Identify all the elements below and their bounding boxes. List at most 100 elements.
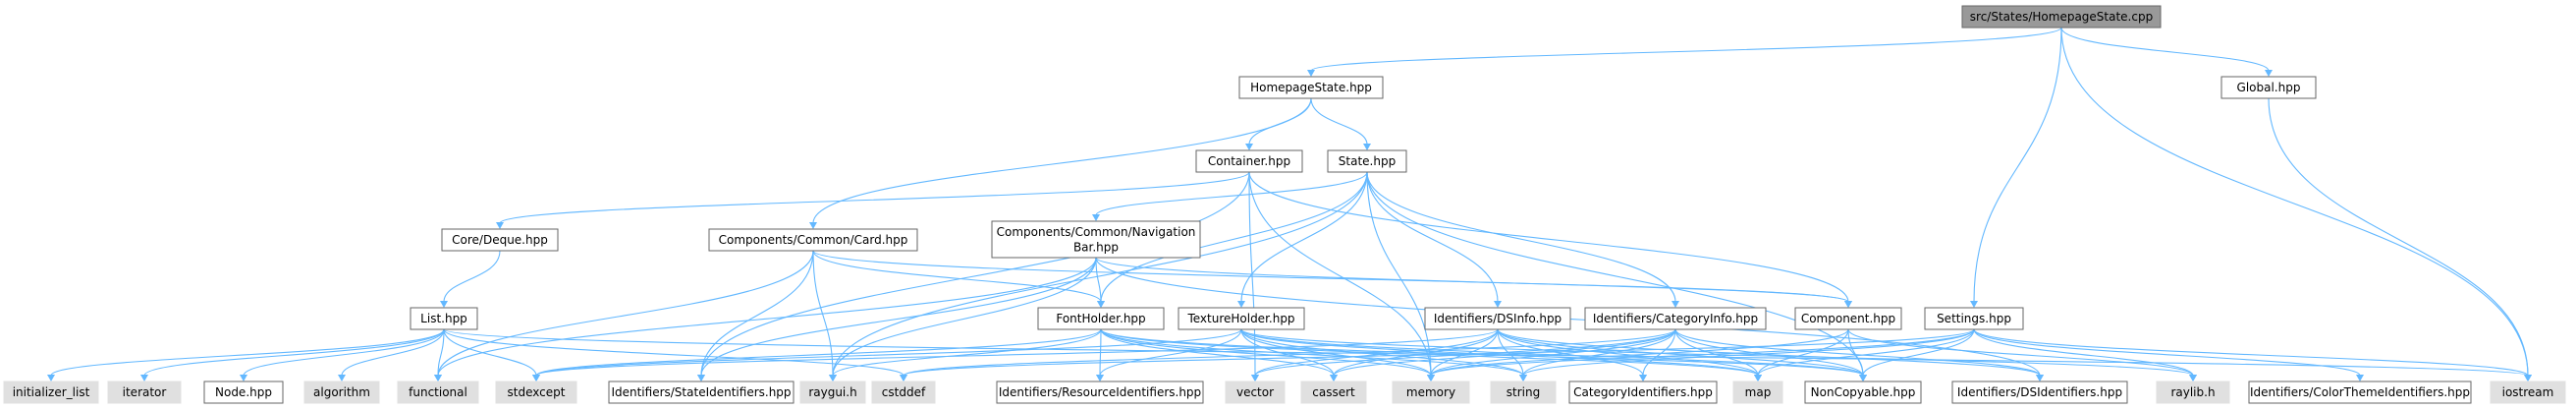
arrowhead-fontholder-to-raygui — [829, 375, 837, 381]
arrowhead-homepage_hpp-to-container_hpp — [1245, 144, 1253, 150]
node-resourceids[interactable]: Identifiers/ResourceIdentifiers.hpp — [996, 381, 1204, 404]
edge-navbar_hpp-to-fontholder — [1095, 257, 1102, 303]
node-label-list_hpp: List.hpp — [420, 312, 467, 325]
node-noncopyable[interactable]: NonCopyable.hpp — [1804, 381, 1922, 404]
arrowhead-textureholder-to-resourceids — [1096, 375, 1104, 381]
edge-list_hpp-to-iterator — [143, 328, 445, 377]
node-box-stdexcept — [495, 381, 577, 404]
node-dsids[interactable]: Identifiers/DSIdentifiers.hpp — [1951, 381, 2128, 404]
node-homepage_hpp[interactable]: HomepageState.hpp — [1238, 76, 1384, 99]
arrowhead-root-to-settings — [1970, 301, 1978, 308]
node-box-vector — [1225, 381, 1286, 404]
arrowhead-container_hpp-to-core_deque — [496, 222, 504, 229]
edge-state_hpp-to-raygui — [832, 171, 1368, 377]
node-box-cassert — [1300, 381, 1367, 404]
edge-catinfo-to-cstddef — [903, 328, 1676, 377]
node-component[interactable]: Component.hpp — [1794, 307, 1902, 330]
edge-state_hpp-to-navbar_hpp — [1095, 171, 1368, 216]
edge-settings-to-memory — [1430, 328, 1975, 377]
node-box-catinfo — [1584, 307, 1767, 330]
node-dsinfo[interactable]: Identifiers/DSInfo.hpp — [1424, 307, 1571, 330]
node-box-dsids — [1951, 381, 2128, 404]
edge-container_hpp-to-stateids — [700, 171, 1250, 377]
edge-fontholder-to-memory — [1100, 328, 1432, 377]
edge-state_hpp-to-dsinfo — [1366, 171, 1499, 303]
node-box-settings — [1924, 307, 2024, 330]
edge-settings-to-map — [1757, 328, 1975, 377]
edge-dsinfo-to-vector — [1254, 328, 1499, 377]
edge-navbar_hpp-to-component — [1095, 257, 1849, 303]
node-label-noncopyable: NonCopyable.hpp — [1811, 385, 1916, 399]
node-label-categoryids: CategoryIdentifiers.hpp — [1573, 385, 1713, 399]
nodes-layer: src/States/HomepageState.cppHomepageStat… — [3, 5, 2566, 404]
node-list_hpp[interactable]: List.hpp — [410, 307, 478, 330]
edge-container_hpp-to-core_deque — [499, 171, 1250, 224]
edge-card_hpp-to-raygui — [812, 250, 834, 377]
edge-container_hpp-to-component — [1248, 171, 1849, 303]
node-iterator: iterator — [107, 381, 182, 404]
node-box-textureholder — [1178, 307, 1305, 330]
arrowhead-catinfo-to-categoryids — [1639, 375, 1647, 381]
node-global_hpp[interactable]: Global.hpp — [2220, 76, 2317, 99]
node-box-component — [1794, 307, 1902, 330]
edge-list_hpp-to-cstddef — [443, 328, 904, 377]
node-stdexcept: stdexcept — [495, 381, 577, 404]
node-label-vector: vector — [1236, 385, 1274, 399]
node-box-state_hpp — [1327, 149, 1407, 173]
node-categoryids[interactable]: CategoryIdentifiers.hpp — [1568, 381, 1718, 404]
edge-catinfo-to-noncopyable — [1674, 328, 1864, 377]
node-box-root — [1961, 5, 2162, 29]
node-box-container_hpp — [1195, 149, 1303, 173]
node-catinfo[interactable]: Identifiers/CategoryInfo.hpp — [1584, 307, 1767, 330]
edge-fontholder-to-resourceids — [1099, 328, 1102, 377]
node-box-iostream — [2490, 381, 2566, 404]
edge-fontholder-to-raygui — [832, 328, 1102, 377]
arrowhead-navbar_hpp-to-fontholder — [1097, 301, 1105, 308]
edge-root-to-global_hpp — [2060, 27, 2270, 72]
arrowhead-list_hpp-to-iterator — [140, 375, 148, 381]
edge-card_hpp-to-functional — [437, 250, 814, 377]
node-state_hpp[interactable]: State.hpp — [1327, 149, 1407, 173]
node-box-cstddef — [871, 381, 936, 404]
arrowhead-navbar_hpp-to-stateids — [697, 375, 705, 381]
node-core_deque[interactable]: Core/Deque.hpp — [441, 228, 559, 252]
arrowhead-settings-to-iostream — [2524, 375, 2532, 381]
node-algorithm: algorithm — [303, 381, 380, 404]
edge-homepage_hpp-to-state_hpp — [1310, 97, 1368, 146]
node-label-raygui: raygui.h — [808, 385, 856, 399]
node-box-noncopyable — [1804, 381, 1922, 404]
arrowhead-homepage_hpp-to-card_hpp — [809, 222, 817, 229]
edge-list_hpp-to-node_hpp — [243, 328, 445, 377]
node-node_hpp[interactable]: Node.hpp — [203, 381, 284, 404]
node-colorthemeids[interactable]: Identifiers/ColorThemeIdentifiers.hpp — [2248, 381, 2472, 404]
edge-textureholder-to-resourceids — [1099, 328, 1242, 377]
edge-list_hpp-to-functional — [437, 328, 445, 377]
arrowhead-settings-to-raylib — [2189, 375, 2197, 381]
node-label-card_hpp: Components/Common/Card.hpp — [719, 233, 908, 247]
node-stateids[interactable]: Identifiers/StateIdentifiers.hpp — [608, 381, 795, 404]
arrowhead-state_hpp-to-navbar_hpp — [1092, 214, 1100, 221]
node-map: map — [1732, 381, 1783, 404]
node-textureholder[interactable]: TextureHolder.hpp — [1178, 307, 1305, 330]
node-initializer_list: initializer_list — [3, 381, 99, 404]
node-label-global_hpp: Global.hpp — [2237, 81, 2301, 94]
node-label-cstddef: cstddef — [882, 385, 926, 399]
edge-dsinfo-to-categoryids — [1497, 328, 1644, 377]
node-container_hpp[interactable]: Container.hpp — [1195, 149, 1303, 173]
node-label-map: map — [1745, 385, 1772, 399]
edge-list_hpp-to-stdexcept — [443, 328, 537, 377]
node-settings[interactable]: Settings.hpp — [1924, 307, 2024, 330]
edge-component-to-raylib — [1847, 328, 2194, 377]
node-box-functional — [397, 381, 479, 404]
node-fontholder[interactable]: FontHolder.hpp — [1037, 307, 1165, 330]
node-card_hpp[interactable]: Components/Common/Card.hpp — [708, 228, 918, 252]
node-label-navbar_hpp-line1: Components/Common/Navigation — [997, 225, 1196, 239]
arrowhead-settings-to-memory — [1427, 375, 1435, 381]
node-box-node_hpp — [203, 381, 284, 404]
edge-core_deque-to-list_hpp — [443, 250, 501, 303]
edge-navbar_hpp-to-functional — [437, 257, 1097, 377]
node-label-raylib: raylib.h — [2170, 385, 2215, 399]
edge-root-to-homepage_hpp — [1310, 27, 2062, 72]
node-label-navbar_hpp-line2: Bar.hpp — [1073, 241, 1119, 255]
